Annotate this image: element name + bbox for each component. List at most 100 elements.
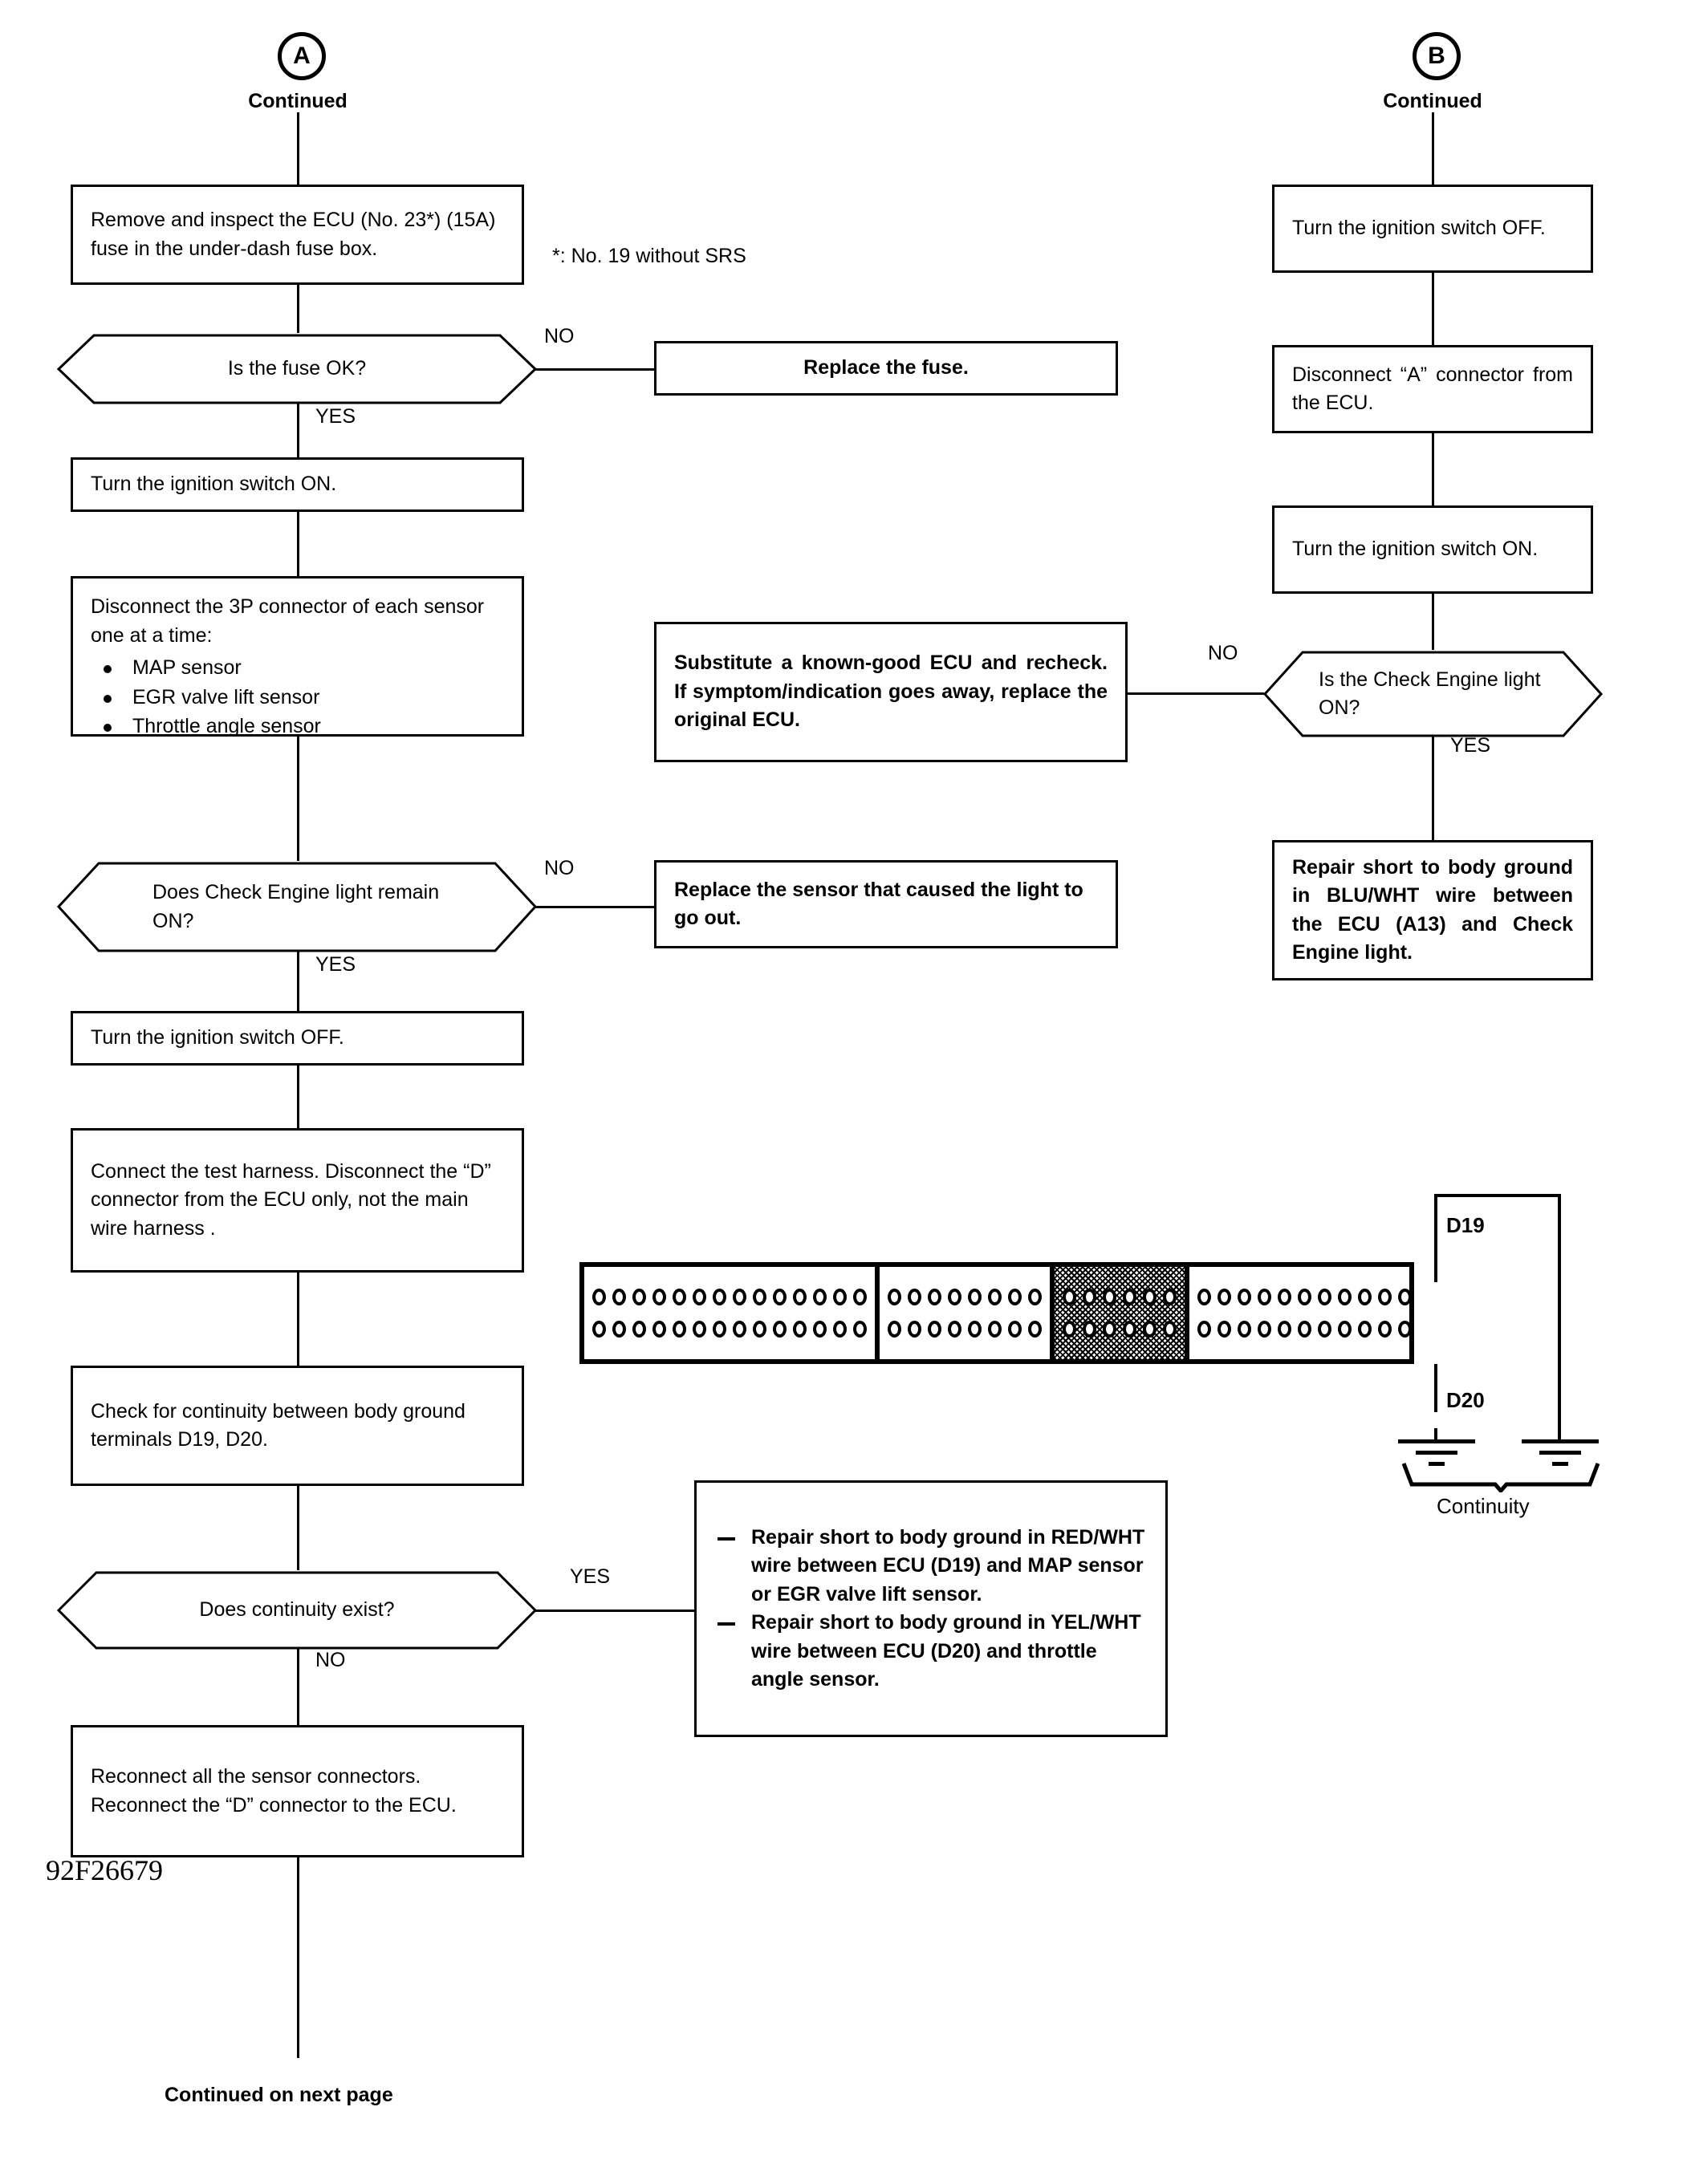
action-replace-sensor: Replace the sensor that caused the light… (654, 860, 1118, 948)
connector-pin (673, 1289, 686, 1306)
action-substitute-ecu: Substitute a known-good ECU and recheck.… (654, 622, 1128, 762)
connector-pin (968, 1289, 982, 1306)
action-replace-sensor-text: Replace the sensor that caused the light… (674, 878, 1083, 930)
entry-point-a-label: Continued (248, 90, 348, 112)
connector-segment-1 (584, 1267, 880, 1359)
connector-pin-d20 (1378, 1320, 1392, 1338)
lead-wire-right-vertical (1558, 1194, 1561, 1386)
connector-pin (652, 1320, 666, 1338)
connector-pin (1298, 1289, 1311, 1306)
flow-line-to-ignition-on-right (1432, 433, 1434, 505)
ground-bar-1 (1398, 1439, 1475, 1443)
flow-line-to-cel-decision (1432, 594, 1434, 650)
step-disconnect-a-connector-text: Disconnect “A” connector from the ECU. (1292, 363, 1573, 415)
flow-line-fuse-to-decision (297, 285, 299, 333)
flow-line-3p-to-cel (297, 737, 299, 861)
decision-is-fuse-ok: Is the fuse OK? (56, 333, 538, 405)
continuity-measurement-label: Continuity (1437, 1494, 1530, 1518)
connector-pin (673, 1320, 686, 1338)
connector-pin (1163, 1289, 1177, 1306)
flow-line-cel-on-yes (1432, 736, 1434, 840)
sensor-list-item: Throttle angle sensor (91, 712, 504, 741)
flow-line-b-to-ignition-off (1432, 112, 1434, 185)
connector-pin (1197, 1289, 1211, 1306)
terminal-label-d19: D19 (1446, 1213, 1485, 1237)
connector-pin (1103, 1289, 1116, 1306)
connector-pin (632, 1289, 646, 1306)
connector-pin (1298, 1320, 1311, 1338)
connector-pin-row (888, 1320, 1042, 1338)
decision-is-cel-on-text: Is the Check Engine light ON? (1319, 668, 1541, 720)
flow-line-cel-remain-yes (297, 951, 299, 1011)
step-disconnect-a-connector: Disconnect “A” connector from the ECU. (1272, 345, 1593, 433)
connector-segment-4 (1189, 1267, 1420, 1359)
connector-pin (693, 1289, 706, 1306)
step-inspect-fuse-text: Remove and inspect the ECU (No. 23*) (15… (91, 209, 496, 260)
connector-pin-d19 (1378, 1289, 1392, 1306)
flow-line-to-test-harness (297, 1066, 299, 1128)
connector-pin (693, 1320, 706, 1338)
flow-line-a-to-fuse (297, 112, 299, 185)
flow-line-fuse-no (535, 368, 656, 371)
connector-pin (1217, 1289, 1231, 1306)
step-inspect-fuse: Remove and inspect the ECU (No. 23*) (15… (71, 185, 524, 285)
entry-point-b-label: Continued (1383, 90, 1482, 112)
decision-does-continuity-exist: Does continuity exist? (56, 1570, 538, 1650)
decision-does-continuity-exist-text: Does continuity exist? (199, 1598, 395, 1622)
connector-pin (713, 1289, 726, 1306)
branch-label-cel-remain-yes: YES (315, 953, 356, 976)
connector-pin (1318, 1320, 1331, 1338)
connector-pin (948, 1289, 961, 1306)
connector-pin (928, 1320, 941, 1338)
sensor-list: MAP sensor EGR valve lift sensor Throttl… (91, 653, 504, 741)
connector-pin (1398, 1320, 1412, 1338)
connector-pin (1238, 1289, 1251, 1306)
step-reconnect-text: Reconnect all the sensor connectors. Rec… (91, 1765, 457, 1817)
connector-pin (1143, 1320, 1157, 1338)
repair-shorts-item: Repair short to body ground in RED/WHT w… (714, 1524, 1148, 1610)
connector-pin-row (1063, 1320, 1177, 1338)
connector-pin (1197, 1320, 1211, 1338)
connector-pin (988, 1289, 1002, 1306)
step-ignition-off-right-text: Turn the ignition switch OFF. (1292, 217, 1546, 240)
ground-stem (1558, 1386, 1561, 1439)
connector-pin (853, 1320, 867, 1338)
connector-pin (592, 1289, 606, 1306)
connector-pin (928, 1289, 941, 1306)
connector-pin-row (1197, 1320, 1412, 1338)
connector-pin (1028, 1320, 1042, 1338)
branch-label-cel-on-no: NO (1208, 642, 1238, 664)
connector-pin (773, 1289, 787, 1306)
connector-pin (632, 1320, 646, 1338)
connector-pin (1123, 1289, 1136, 1306)
connector-pin-row (1197, 1289, 1412, 1306)
ground-symbol-d20 (1398, 1428, 1475, 1470)
connector-pin (773, 1320, 787, 1338)
action-repair-blu-wht: Repair short to body ground in BLU/WHT w… (1272, 840, 1593, 980)
repair-shorts-list: Repair short to body ground in RED/WHT w… (714, 1524, 1148, 1695)
plate-code: 92F26679 (46, 1854, 164, 1886)
connector-pin-row (1063, 1289, 1177, 1306)
connector-pin (1123, 1320, 1136, 1338)
flow-line-to-check-continuity (297, 1273, 299, 1366)
step-connect-test-harness: Connect the test harness. Disconnect the… (71, 1128, 524, 1273)
sensor-list-item: MAP sensor (91, 653, 504, 683)
flow-line-cel-on-no (1124, 692, 1264, 695)
flow-line-to-disconnect-a (1432, 273, 1434, 345)
ground-stem (1434, 1428, 1437, 1439)
action-repair-shorts: Repair short to body ground in RED/WHT w… (694, 1480, 1168, 1737)
step-disconnect-3p-intro: Disconnect the 3P connector of each sens… (91, 595, 485, 647)
branch-label-cel-remain-no: NO (544, 857, 575, 879)
connector-pin (833, 1320, 847, 1338)
entry-point-b-circle: B (1413, 32, 1461, 80)
connector-pin (1358, 1289, 1372, 1306)
connector-pin (753, 1289, 766, 1306)
connector-pin (833, 1289, 847, 1306)
entry-point-a: A Continued (248, 32, 366, 113)
connector-pin (713, 1320, 726, 1338)
connector-pin (1338, 1289, 1352, 1306)
step-connect-test-harness-text: Connect the test harness. Disconnect the… (91, 1159, 491, 1240)
connector-pin (1338, 1320, 1352, 1338)
footnote-srs: *: No. 19 without SRS (552, 245, 746, 267)
connector-pin (988, 1320, 1002, 1338)
